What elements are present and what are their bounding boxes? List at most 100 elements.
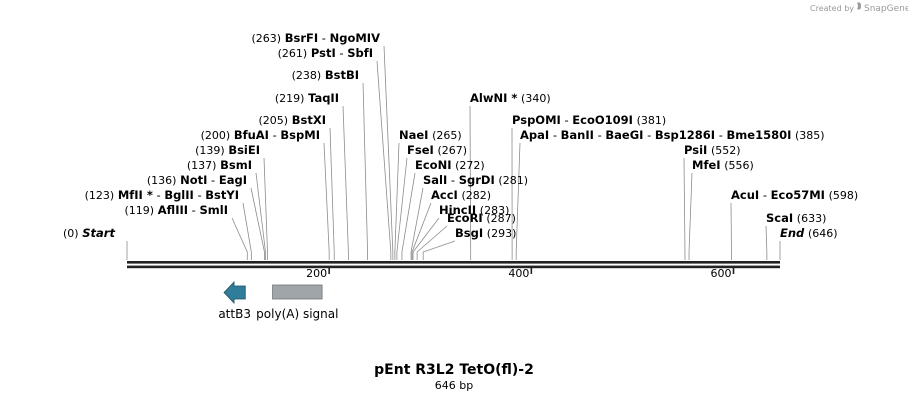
site-separator: -: [561, 113, 572, 127]
site-leader-apai-banii-baegi-bsp1286i-bme1580i: [515, 142, 521, 260]
site-leader-bsiei: [263, 157, 268, 260]
site-leader-bsmi: [255, 172, 266, 260]
site-label-naei: NaeI (265): [399, 128, 462, 142]
site-enzyme-name: BglII: [164, 188, 194, 202]
site-position: (283): [480, 204, 510, 217]
site-label-ecori: EcoRI (287): [447, 211, 516, 225]
site-enzyme-name: EcoRI: [447, 211, 483, 225]
site-leader-mfii-bglii-bstyi: [242, 202, 252, 260]
site-leader-alwni: [469, 105, 472, 260]
site-leader-sali-sgrdi: [410, 187, 424, 260]
backbone-bottom-strand: [127, 265, 780, 269]
site-label-bfuai-bspmi: (200) BfuAI - BspMI: [201, 128, 320, 142]
site-enzyme-name: MfeI: [692, 158, 721, 172]
site-enzyme-name: NgoMIV: [330, 31, 380, 45]
site-label-taqii: (219) TaqII: [275, 91, 339, 105]
site-label-psii: PsiI (552): [684, 143, 741, 157]
ruler-tick-label-200: 200: [306, 267, 327, 280]
site-enzyme-name: AflIII: [158, 203, 188, 217]
site-position: (633): [797, 212, 827, 225]
credit-prefix: Created by: [810, 4, 854, 13]
site-enzyme-name: ApaI: [520, 128, 549, 142]
site-position: (282): [461, 189, 491, 202]
site-leader-bstbi: [362, 82, 368, 260]
site-enzyme-name: MfII *: [118, 188, 153, 202]
site-position: (263): [251, 32, 281, 45]
site-enzyme-name: BsrFI: [285, 31, 318, 45]
site-leader-noti-eagi: [250, 187, 265, 260]
site-separator: -: [594, 128, 605, 142]
site-separator: -: [336, 46, 347, 60]
site-label-bsiei: (139) BsiEI: [195, 143, 260, 157]
map-title: pEnt R3L2 TetO(fl)-2: [374, 362, 534, 378]
site-leader-bsgi: [422, 240, 456, 260]
site-leader-bfuai-bspmi: [323, 142, 330, 260]
site-enzyme-name: SmlI: [200, 203, 229, 217]
feature-attb3-arrow: [223, 281, 246, 304]
site-label-start: (0) Start: [63, 226, 115, 240]
map-length: 646 bp: [435, 379, 473, 392]
site-position: (139): [195, 144, 225, 157]
site-separator: -: [447, 173, 458, 187]
site-position: (556): [724, 159, 754, 172]
site-label-psti-sbfi: (261) PstI - SbfI: [278, 46, 373, 60]
site-separator: -: [207, 173, 218, 187]
site-separator: -: [549, 128, 560, 142]
site-enzyme-name: BstYI: [205, 188, 239, 202]
site-separator: -: [153, 188, 164, 202]
site-leader-mfei: [688, 172, 693, 260]
site-label-mfii-bglii-bstyi: (123) MfII * - BglII - BstYI: [85, 188, 239, 202]
site-enzyme-name: AcuI: [731, 188, 759, 202]
site-label-alwni: AlwNI * (340): [470, 91, 551, 105]
site-position: (381): [637, 114, 667, 127]
site-label-pspomi-ecoo109i: PspOMI - EcoO109I (381): [512, 113, 666, 127]
site-enzyme-name: SgrDI: [459, 173, 495, 187]
site-position: (119): [125, 204, 155, 217]
site-label-bsmi: (137) BsmI: [187, 158, 252, 172]
site-enzyme-name: SalI: [423, 173, 447, 187]
site-label-fsei: FseI (267): [407, 143, 467, 157]
site-enzyme-name: SbfI: [347, 46, 373, 60]
site-enzyme-name: NaeI: [399, 128, 428, 142]
site-separator: -: [759, 188, 770, 202]
site-leader-bstxi: [329, 127, 335, 260]
site-label-sali-sgrdi: SalI - SgrDI (281): [423, 173, 528, 187]
snapgene-logo-icon: [857, 2, 861, 10]
site-enzyme-name: EcoO109I: [572, 113, 633, 127]
site-leader-bsrfi-ngomiv: [383, 45, 394, 260]
site-label-mfei: MfeI (556): [692, 158, 754, 172]
site-leader-fsei: [396, 157, 408, 260]
site-labels: (0) Start (119) AflIII - SmlI(123) MfII *…: [63, 31, 858, 240]
site-enzyme-name: BsiEI: [228, 143, 260, 157]
site-enzyme-name: PsiI: [684, 143, 707, 157]
site-enzyme-name: Bme1580I: [727, 128, 792, 142]
site-position: (646): [808, 227, 838, 240]
site-enzyme-name: PspOMI: [512, 113, 561, 127]
site-label-noti-eagi: (136) NotI - EagI: [147, 173, 247, 187]
site-position: (552): [711, 144, 741, 157]
site-position: (238): [292, 69, 322, 82]
site-leader-scai: [765, 225, 768, 260]
credit-brand: SnapGene: [864, 4, 908, 14]
site-label-bstxi: (205) BstXI: [258, 113, 326, 127]
site-position: (287): [486, 212, 516, 225]
site-leader-acci: [411, 202, 432, 260]
site-position: (265): [432, 129, 462, 142]
site-position: (385): [795, 129, 825, 142]
site-leader-ecori: [416, 225, 448, 260]
feature-poly-a-signal-box: [272, 284, 323, 300]
site-enzyme-name: Bsp1286I: [655, 128, 715, 142]
site-label-econi: EcoNI (272): [415, 158, 485, 172]
site-enzyme-name: AlwNI *: [470, 91, 517, 105]
site-position: (200): [201, 129, 231, 142]
site-enzyme-name: Start: [82, 226, 115, 240]
site-leader-taqii: [342, 105, 349, 260]
snapgene-credit: Created by SnapGene: [810, 2, 908, 14]
site-leader-lines: [126, 45, 781, 260]
site-leader-psti-sbfi: [376, 60, 392, 260]
site-position: (261): [278, 47, 308, 60]
site-label-bsrfi-ngomiv: (263) BsrFI - NgoMIV: [251, 31, 380, 45]
site-position: (267): [437, 144, 467, 157]
